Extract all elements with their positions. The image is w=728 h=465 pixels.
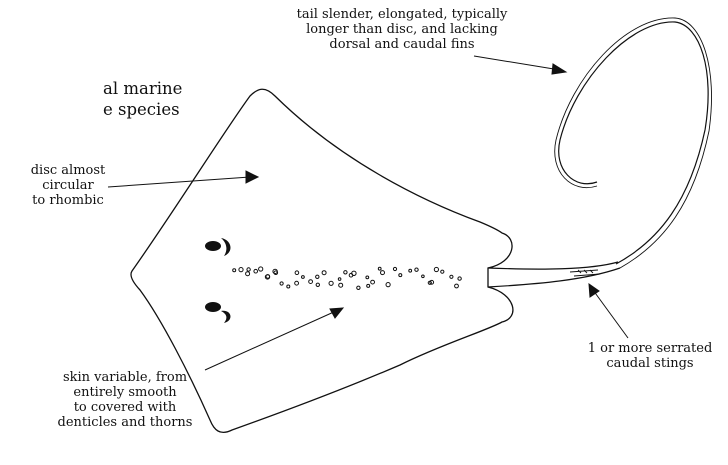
label-line: longer than disc, and lacking: [268, 22, 536, 37]
denticle: [455, 284, 459, 288]
skin-label: skin variable, from entirely smooth to c…: [42, 370, 208, 430]
partial-body-text: al marine e species: [86, 78, 182, 120]
label-line: to covered with: [42, 400, 208, 415]
denticle: [393, 267, 396, 270]
denticle: [239, 268, 243, 272]
denticle: [434, 267, 438, 271]
denticle: [381, 271, 385, 275]
denticle: [357, 286, 360, 289]
denticle: [371, 280, 375, 284]
denticle: [339, 283, 343, 287]
denticle: [329, 281, 333, 285]
denticle: [422, 275, 425, 278]
body-text-line: e species: [103, 99, 182, 120]
denticle: [367, 284, 370, 287]
label-line: circular: [10, 178, 126, 193]
denticle: [309, 280, 313, 284]
label-line: disc almost: [10, 163, 126, 178]
label-line: skin variable, from: [42, 370, 208, 385]
label-line: dorsal and caudal fins: [268, 37, 536, 52]
denticle: [246, 272, 250, 276]
label-line: 1 or more serrated: [580, 341, 720, 356]
label-line: caudal stings: [580, 356, 720, 371]
denticle: [338, 278, 341, 281]
label-line: denticles and thorns: [42, 415, 208, 430]
denticle: [458, 277, 461, 280]
tail-label: tail slender, elongated, typically longe…: [268, 7, 536, 52]
label-line: entirely smooth: [42, 385, 208, 400]
denticle: [322, 271, 326, 275]
denticle-row: [233, 267, 462, 290]
denticle: [259, 267, 263, 271]
denticle: [441, 270, 444, 273]
eyes: [205, 238, 230, 323]
denticle: [247, 268, 250, 271]
denticle: [409, 269, 412, 272]
denticle: [344, 271, 347, 274]
denticle: [280, 282, 283, 285]
denticle: [316, 283, 319, 286]
denticle: [450, 275, 453, 278]
denticle: [399, 274, 402, 277]
disc-label: disc almost circular to rhombic: [10, 163, 126, 208]
tail-whip: [559, 22, 708, 264]
tail-base: [488, 262, 620, 287]
denticle: [233, 269, 236, 272]
denticle: [378, 267, 381, 270]
denticle: [415, 268, 418, 271]
denticle: [386, 283, 390, 287]
sting-label: 1 or more serrated caudal stings: [580, 341, 720, 371]
denticle: [287, 285, 290, 288]
denticle: [295, 271, 299, 275]
denticle: [302, 276, 305, 279]
label-line: tail slender, elongated, typically: [268, 7, 536, 22]
leader-lines: [108, 56, 628, 370]
denticle: [316, 275, 319, 278]
denticle: [295, 281, 299, 285]
denticle: [366, 276, 369, 279]
label-line: to rhombic: [10, 193, 126, 208]
denticle: [254, 269, 258, 273]
body-text-line: al marine: [103, 78, 182, 99]
